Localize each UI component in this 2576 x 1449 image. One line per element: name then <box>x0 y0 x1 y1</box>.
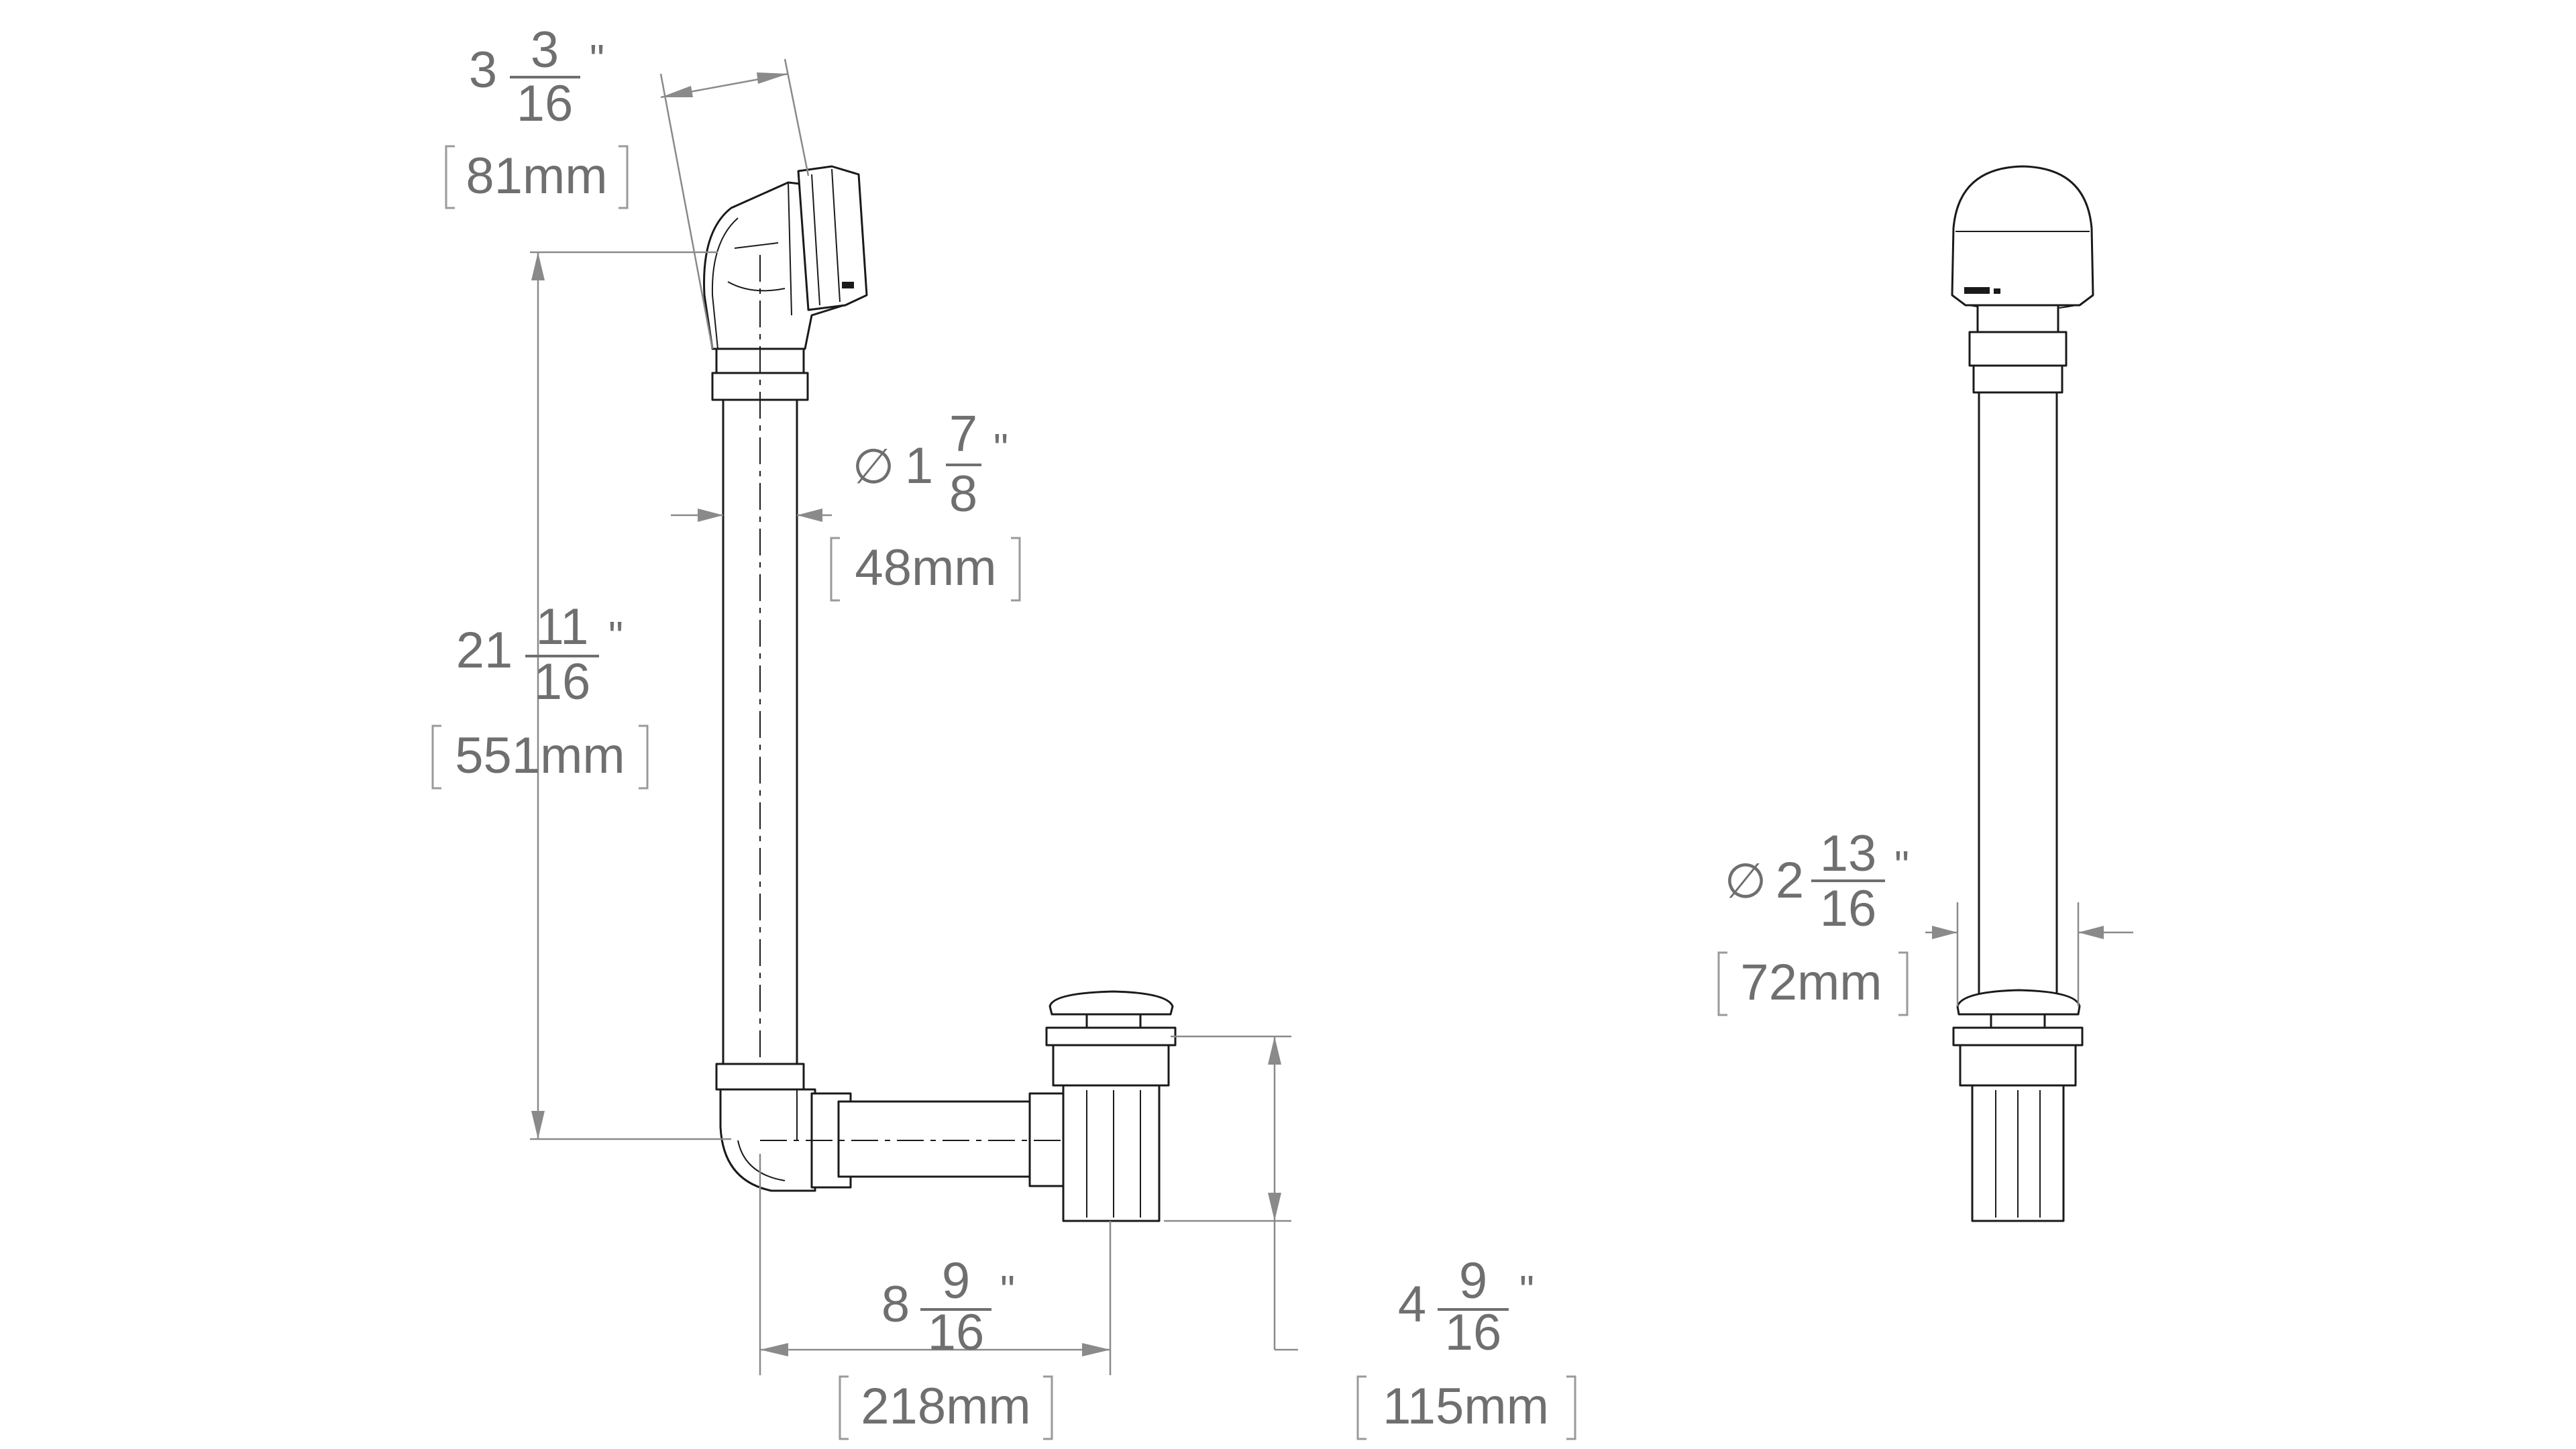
dim-bracket-right <box>1898 951 1909 1016</box>
dim-diameter-symbol: ∅ <box>853 440 895 494</box>
dim-numerator: 9 <box>1459 1252 1487 1309</box>
dim-denominator: 16 <box>534 653 591 710</box>
dim-whole: 4 <box>1398 1276 1426 1333</box>
dim-bracket-left <box>431 724 441 790</box>
horizontal-pipe <box>760 1092 1100 1189</box>
dim-numerator: 9 <box>942 1252 970 1309</box>
dim-whole: 21 <box>456 622 513 679</box>
lower-elbow <box>715 1063 816 1192</box>
dim-unit: " <box>994 426 1008 472</box>
dim-bracket-left <box>445 145 455 209</box>
dim-cap-diameter: ∅ 2 13 16 " 72mm <box>1717 825 1909 1016</box>
dim-numerator: 3 <box>531 21 559 78</box>
dim-denominator: 16 <box>928 1304 985 1361</box>
dim-bracket-left <box>839 1375 849 1440</box>
dim-bracket-right <box>639 724 649 790</box>
front-drain <box>1952 989 2084 1222</box>
dim-metric: 218mm <box>861 1378 1030 1435</box>
dim-overflow-width: 3 3 16 " 81mm <box>445 21 629 209</box>
dim-metric: 551mm <box>455 727 625 784</box>
dim-metric: 48mm <box>855 539 996 596</box>
dim-overflow-height: 21 11 16 " 551mm <box>431 598 649 790</box>
dim-whole: 8 <box>881 1276 910 1333</box>
dimension-lines <box>530 58 2133 1375</box>
dim-unit: " <box>1519 1268 1534 1314</box>
dim-bracket-left <box>830 537 840 602</box>
dim-whole: 2 <box>1776 852 1804 909</box>
dim-bracket-right <box>1043 1375 1053 1440</box>
dim-unit: " <box>1894 843 1909 890</box>
front-vertical-pipe <box>1978 391 2058 1001</box>
dim-bracket-right <box>619 145 629 209</box>
dim-bracket-left <box>1356 1375 1366 1440</box>
dim-horizontal-run: 8 9 16 " 218mm <box>839 1252 1053 1440</box>
dim-unit: " <box>608 614 623 660</box>
dim-diameter-symbol: ∅ <box>1725 855 1767 908</box>
dim-whole: 1 <box>905 437 933 494</box>
overflow-elbow <box>703 165 868 350</box>
dim-denominator: 8 <box>949 466 977 523</box>
dim-unit: " <box>1000 1268 1015 1314</box>
overflow-cap-front <box>1951 165 2094 311</box>
dim-bracket-left <box>1717 951 1727 1016</box>
dim-numerator: 7 <box>949 405 977 462</box>
dim-whole: 3 <box>469 42 497 99</box>
dim-bracket-right <box>1011 537 1021 602</box>
dim-metric: 115mm <box>1383 1378 1549 1435</box>
dim-metric: 81mm <box>466 148 607 205</box>
drain-assembly <box>1045 990 1177 1222</box>
dim-bracket-right <box>1566 1375 1576 1440</box>
dim-pipe-diameter: ∅ 1 7 8 " 48mm <box>830 405 1021 602</box>
dim-numerator: 11 <box>536 598 589 655</box>
front-collar-upper <box>1968 304 2068 394</box>
dim-numerator: 13 <box>1820 825 1877 882</box>
dim-drain-height: 4 9 16 " 115mm <box>1356 1252 1576 1440</box>
side-view <box>703 165 1177 1222</box>
dim-metric: 72mm <box>1740 954 1882 1011</box>
vertical-pipe <box>722 255 798 1140</box>
dim-denominator: 16 <box>517 75 574 132</box>
dim-denominator: 16 <box>1820 880 1877 937</box>
dim-unit: " <box>590 37 604 83</box>
dim-denominator: 16 <box>1445 1304 1502 1361</box>
front-view <box>1951 165 2094 1222</box>
